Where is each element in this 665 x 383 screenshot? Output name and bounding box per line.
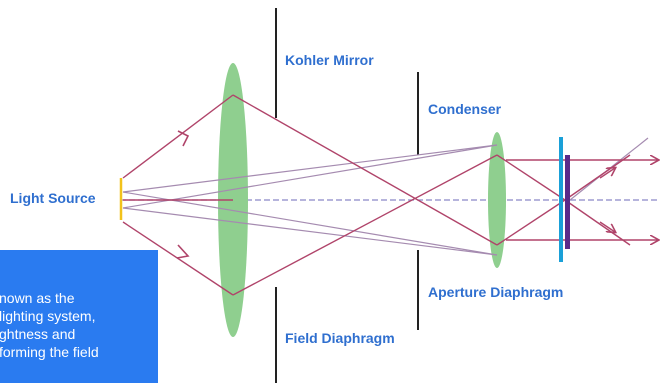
filter-blue	[559, 137, 563, 262]
aperture-diaphragm-label: Aperture Diaphragm	[428, 284, 564, 300]
field-diaphragm-label: Field Diaphragm	[285, 330, 395, 346]
info-line: nown as the	[0, 290, 75, 306]
light-source-label: Light Source	[10, 190, 96, 206]
info-line: lighting system,	[0, 308, 96, 324]
kohler-mirror-label: Kohler Mirror	[285, 52, 374, 68]
info-line: ghtness and	[0, 326, 76, 342]
primary-rays	[122, 94, 658, 296]
info-line: forming the field	[0, 344, 99, 360]
ray-arrows	[176, 130, 190, 259]
info-text: nown as the lighting system, ghtness and…	[0, 289, 152, 361]
condenser-lens	[488, 132, 506, 268]
info-box: nown as the lighting system, ghtness and…	[0, 250, 158, 383]
filter-purple	[565, 155, 570, 249]
condenser-label: Condenser	[428, 101, 502, 117]
